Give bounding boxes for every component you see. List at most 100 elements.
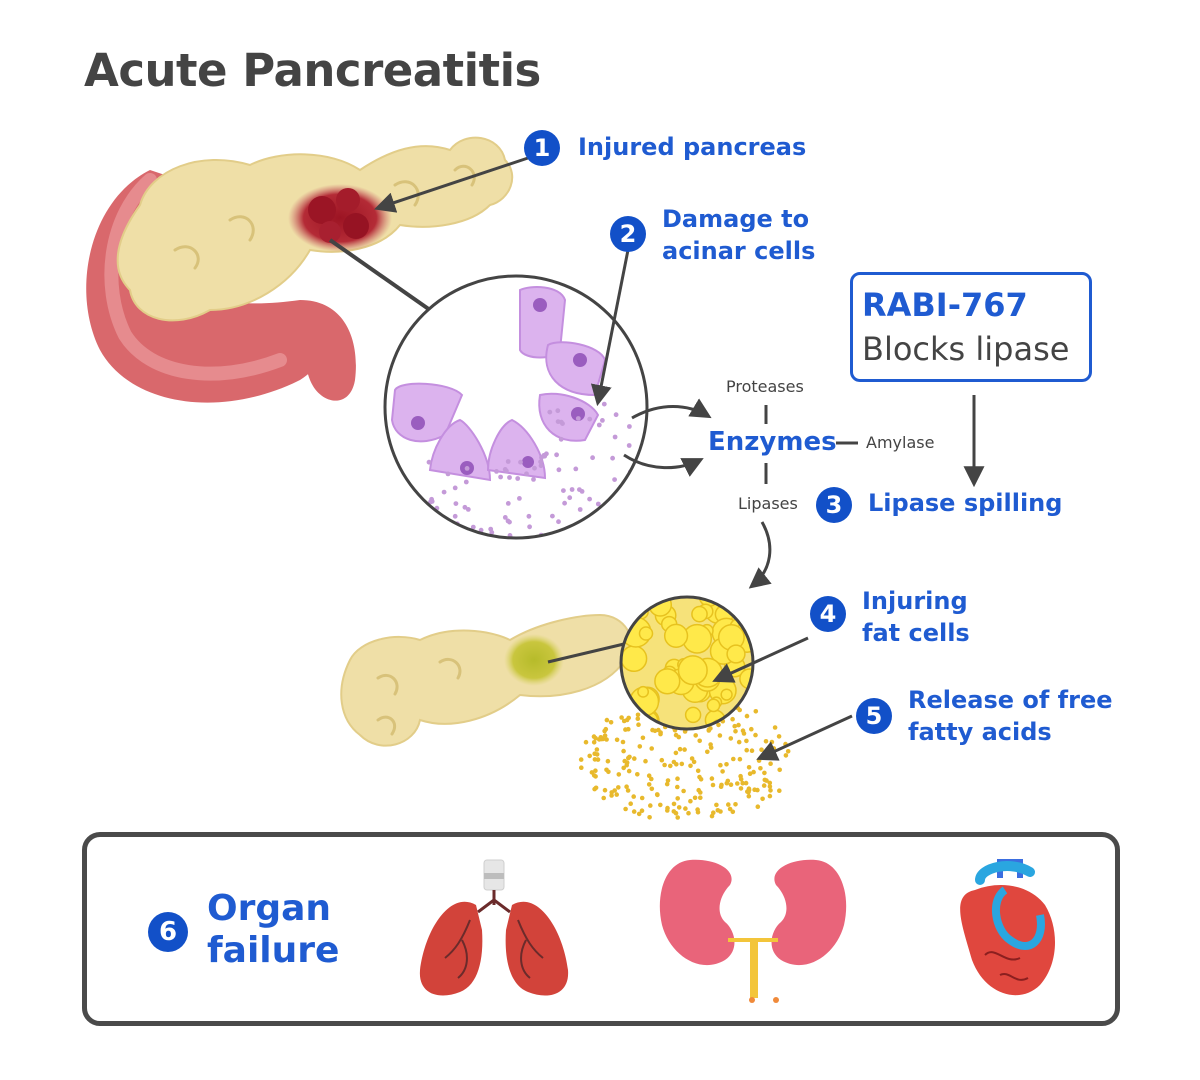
acinar-cell xyxy=(538,392,600,442)
fatty-acid-dot xyxy=(602,733,608,738)
fatty-acid-dot xyxy=(747,771,753,776)
fatty-acid-dot xyxy=(658,730,663,735)
step-1-badge: 1 xyxy=(524,130,560,166)
fatty-acid-dot xyxy=(601,795,606,801)
fatty-acid-dot xyxy=(603,726,609,732)
fatty-acid-dot xyxy=(725,778,731,784)
fatty-acid-dot xyxy=(695,768,701,774)
enzyme-dot xyxy=(445,471,451,477)
fatty-acid-dot xyxy=(622,758,627,764)
enzyme-dot xyxy=(538,463,544,469)
fatty-acid-dot xyxy=(676,805,682,810)
enzyme-dot xyxy=(623,533,628,538)
fatty-acid-dot xyxy=(632,756,637,761)
fatty-acid-dot xyxy=(733,729,738,734)
fatty-acid-dot xyxy=(759,747,764,752)
fatty-acid-dot xyxy=(740,780,745,786)
arrow-enzymes-top xyxy=(631,398,712,420)
fat-cell xyxy=(621,645,648,673)
enzyme-dot xyxy=(427,508,433,514)
fatty-acid-dot xyxy=(675,796,680,801)
fatty-acid-dot xyxy=(769,739,775,745)
enzyme-dot xyxy=(556,519,561,525)
fatty-acid-dot xyxy=(659,757,665,763)
fatty-acid-dot xyxy=(709,776,715,781)
enzyme-dot xyxy=(610,530,616,536)
enzyme-dot xyxy=(569,487,575,492)
fatty-acid-dot xyxy=(625,788,631,793)
fatty-acid-dot xyxy=(673,750,679,756)
enzyme-dot xyxy=(610,455,615,461)
fatty-acid-dot xyxy=(592,757,598,762)
enzyme-dot xyxy=(426,459,432,465)
fatty-acid-dot xyxy=(776,734,782,739)
fatty-acid-dot xyxy=(758,766,763,771)
fatty-acid-dot xyxy=(728,736,734,741)
fatty-acid-dot xyxy=(735,781,740,786)
fat-magnifier xyxy=(619,595,755,731)
fatty-acid-dot xyxy=(737,707,742,713)
fatty-acid-dot xyxy=(777,788,782,793)
fatty-acid-dot xyxy=(628,801,633,806)
fat-cell xyxy=(720,688,733,701)
enzyme-dot xyxy=(416,527,422,533)
enzyme-dot xyxy=(419,536,424,538)
enzyme-dot xyxy=(502,467,508,472)
fatty-acid-dot xyxy=(683,806,688,811)
enzyme-dot xyxy=(561,488,566,493)
fatty-acid-dot xyxy=(736,739,742,745)
enzyme-dot xyxy=(505,518,511,524)
fatty-acid-dot xyxy=(623,727,628,732)
enzyme-dot xyxy=(429,496,434,502)
fatty-acid-dot xyxy=(639,795,645,801)
fatty-acid-dot xyxy=(783,753,789,758)
enzyme-dot xyxy=(554,452,559,458)
enzyme-dot xyxy=(438,535,444,538)
fatty-acid-dot xyxy=(591,773,597,778)
fatty-acid-dot xyxy=(720,769,725,774)
fatty-acid-dot xyxy=(592,751,597,756)
fat-cell xyxy=(677,655,708,686)
enzyme-dot xyxy=(452,513,458,519)
fatty-acid-dot xyxy=(697,774,702,780)
fatty-acid-dot xyxy=(717,733,723,738)
enzyme-dot xyxy=(531,477,536,482)
organ-failure-box xyxy=(82,832,1120,1026)
fatty-acid-dot xyxy=(688,763,693,769)
fatty-acid-dot xyxy=(592,786,597,792)
fatty-acid-dot xyxy=(767,793,773,799)
fatty-acid-dot xyxy=(731,756,736,762)
step-3-label: Lipase spilling xyxy=(868,489,1063,517)
fatty-acid-dot xyxy=(724,762,729,767)
fatty-acid-dot xyxy=(767,780,773,786)
fatty-acid-dot xyxy=(730,716,735,722)
fatty-acid-dot xyxy=(626,755,631,761)
enzyme-dot xyxy=(399,503,405,509)
fatty-acid-dot xyxy=(619,715,624,720)
fatty-acid-dot xyxy=(716,722,721,728)
fatty-acid-dot xyxy=(616,772,622,777)
arrow-lipases-down xyxy=(748,521,772,589)
fatty-acid-dot xyxy=(744,713,750,719)
enzyme-dot xyxy=(628,482,634,488)
zoom-line-fat xyxy=(547,642,625,664)
enzyme-dot xyxy=(515,476,521,481)
fatty-acid-dot xyxy=(768,788,773,793)
fatty-acid-dot xyxy=(621,765,626,771)
lungs-icon xyxy=(419,859,569,996)
fatty-acid-dot xyxy=(635,712,641,718)
arrow-step-4 xyxy=(712,636,809,683)
fatty-acid-dot xyxy=(675,776,680,781)
step-4-label-line1: Injuring xyxy=(862,587,968,615)
fatty-acid-dot xyxy=(749,748,755,753)
fatty-acid-dot xyxy=(752,787,757,792)
fatty-acid-dot xyxy=(621,748,626,754)
fatty-acid-dot xyxy=(635,772,640,777)
fatty-acid-dot xyxy=(665,808,670,813)
fatty-acid-dot xyxy=(705,749,710,755)
fatty-acid-dot xyxy=(736,722,741,728)
enzyme-dot xyxy=(562,500,567,506)
fatty-acid-dot xyxy=(591,740,597,745)
fat-cell xyxy=(637,685,650,698)
enzyme-dot xyxy=(575,416,581,421)
